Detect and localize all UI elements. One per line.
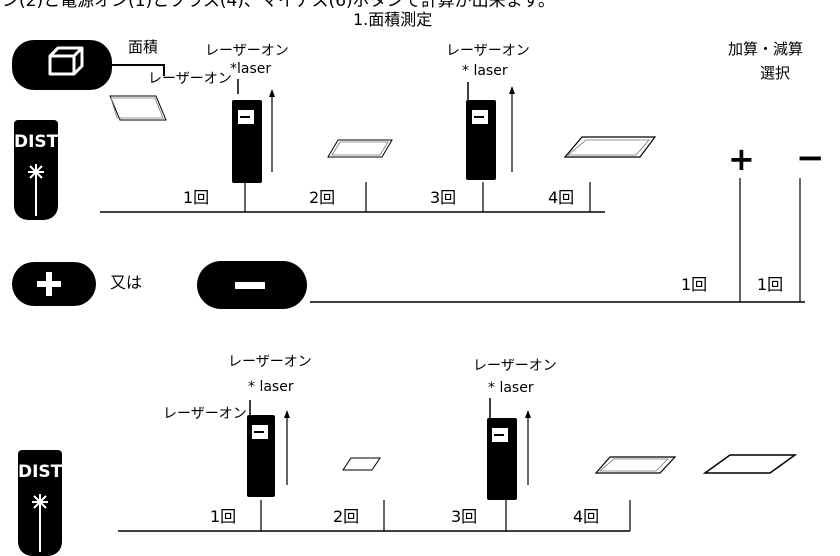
dist-key-label: DIST: [18, 462, 63, 482]
dist-key-label: DIST: [14, 132, 59, 152]
area-shape-5: [594, 456, 677, 474]
section-title: 1.面積測定: [353, 10, 433, 29]
or-label: 又は: [110, 273, 143, 292]
row3-count-4: 4回: [573, 507, 600, 526]
plus-icon: [37, 272, 61, 296]
minus-key[interactable]: [197, 261, 307, 309]
select-label: 選択: [760, 64, 791, 82]
laser-caption-3: * laser: [248, 379, 294, 395]
row1-count-2: 2回: [309, 188, 336, 207]
laser-on-label-6: レーザーオン: [473, 358, 557, 374]
laser-caption-2: * laser: [462, 63, 508, 79]
laser-on-label-3: レーザーオン: [446, 43, 530, 59]
area-parallelepiped-icon: [48, 46, 84, 76]
area-shape-1: [109, 95, 167, 121]
minus-icon: [235, 282, 265, 289]
minus-symbol: −: [796, 138, 825, 178]
dist-key-2[interactable]: DIST: [18, 450, 62, 556]
laser-on-label-5: レーザーオン: [163, 406, 247, 422]
plus-symbol: +: [728, 140, 755, 178]
area-shape-6: [702, 454, 798, 474]
row2-count-1: 1回: [681, 275, 708, 294]
laser-on-label-2: レーザーオン: [205, 43, 289, 59]
laser-star-icon: [32, 494, 48, 552]
intro-text: ン(2)と電源オン(1)とプラス(4)、マイナス(6)ボタンで計算が出来ます。: [2, 0, 555, 11]
row1-count-3: 3回: [430, 188, 457, 207]
plus-key[interactable]: [12, 262, 96, 306]
area-shape-4: [342, 457, 381, 471]
row2-count-2: 1回: [757, 275, 784, 294]
dist-key-1[interactable]: DIST: [14, 120, 58, 220]
row3-count-2: 2回: [333, 507, 360, 526]
area-label: 面積: [128, 38, 159, 56]
row1-count-1: 1回: [183, 188, 210, 207]
laser-star-icon: [28, 164, 44, 216]
area-shape-2: [327, 139, 393, 158]
row3-count-1: 1回: [210, 507, 237, 526]
laser-caption-4: * laser: [488, 380, 534, 396]
row1-count-4: 4回: [548, 188, 575, 207]
area-shape-3: [563, 136, 657, 158]
laser-on-label-4: レーザーオン: [228, 354, 312, 370]
add-sub-select-label: 加算・減算: [728, 40, 804, 58]
area-key[interactable]: [12, 40, 112, 90]
laser-caption-1: *laser: [230, 61, 272, 77]
row3-count-3: 3回: [451, 507, 478, 526]
laser-on-label-1: レーザーオン: [148, 71, 232, 87]
